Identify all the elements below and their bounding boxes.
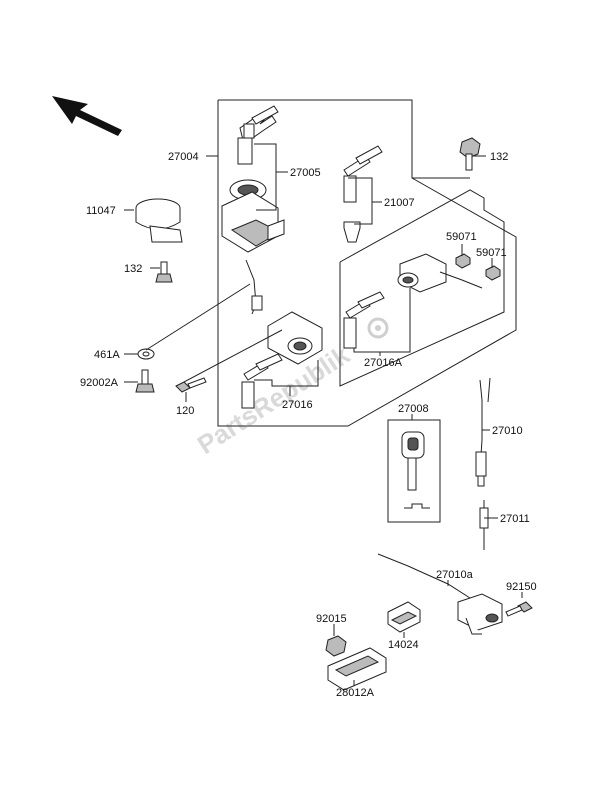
leader-lines [124, 143, 523, 686]
label-59071-a: 59071 [446, 231, 477, 243]
label-461A: 461A [94, 349, 120, 361]
helmet-lock-bracket-11047 [135, 198, 183, 243]
label-27005: 27005 [290, 167, 321, 179]
label-11047: 11047 [86, 205, 116, 217]
label-27016: 27016 [282, 399, 313, 411]
cover-28012A [327, 647, 387, 691]
ignition-switch [221, 179, 285, 315]
nut-59071-a [455, 253, 471, 269]
key-pair-27005 [237, 105, 279, 165]
label-21007: 21007 [384, 197, 415, 209]
switch-assembly-27010a [377, 553, 503, 635]
bolt-92002A [135, 369, 155, 393]
screw-92150 [505, 601, 533, 617]
bolt-132-left [155, 261, 173, 283]
cover-14024 [387, 601, 421, 633]
label-14024: 14024 [388, 639, 419, 651]
label-27008: 27008 [398, 403, 429, 415]
seat-lock-27016 [241, 311, 323, 409]
label-92002A: 92002A [80, 377, 119, 389]
label-27011: 27011 [500, 513, 530, 525]
cap-92015 [325, 635, 347, 657]
label-120: 120 [176, 405, 194, 417]
lock-assembly-27016A [343, 253, 483, 349]
label-59071-b: 59071 [476, 247, 507, 259]
key-blank-frame-27008 [387, 419, 441, 523]
label-132-top: 132 [490, 151, 508, 163]
label-27010: 27010 [492, 425, 523, 437]
front-direction-arrow-icon [52, 96, 122, 136]
watermark-gear-icon [367, 317, 389, 339]
nut-59071-b [485, 265, 501, 281]
label-27010a: 27010a [436, 569, 474, 581]
key-blank-27008 [401, 431, 430, 509]
label-92150: 92150 [506, 581, 537, 593]
switch-27011 [479, 500, 489, 550]
washer-461A [137, 348, 155, 360]
screw-120 [175, 377, 207, 393]
bolt-132-top [459, 137, 481, 171]
key-pair-21007 [343, 145, 383, 243]
label-132-left: 132 [124, 263, 142, 275]
assembly-frame-27016A [339, 189, 505, 387]
stop-switch-27010 [475, 377, 491, 487]
label-28012A: 28012A [336, 687, 375, 699]
label-27004: 27004 [168, 151, 199, 163]
label-92015: 92015 [316, 613, 347, 625]
label-27016A: 27016A [364, 357, 403, 369]
assembly-frame-27004 [217, 99, 517, 427]
